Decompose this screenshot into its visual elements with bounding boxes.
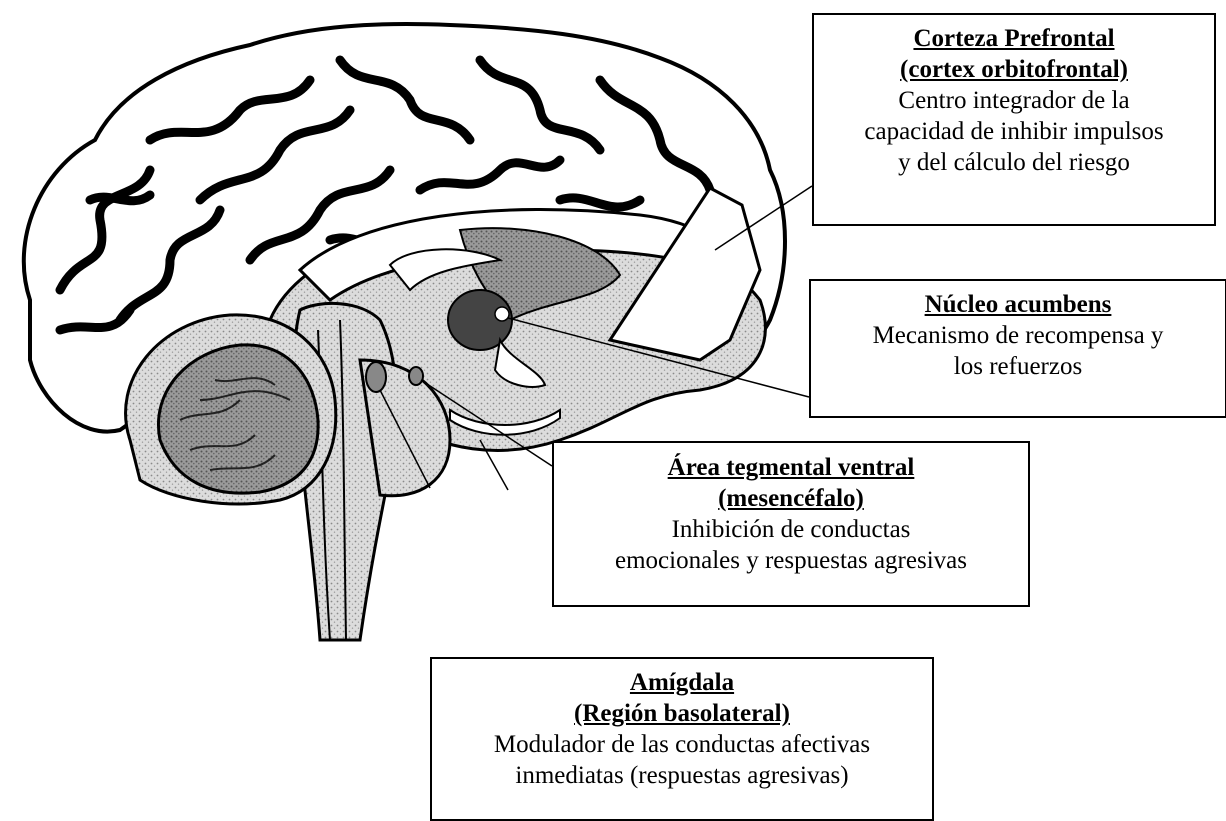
vta-desc-line-1: Inhibición de conductas (560, 514, 1022, 545)
acumbens-desc-line-2: los refuerzos (817, 351, 1219, 382)
prefrontal-desc-line-3: y del cálculo del riesgo (820, 147, 1208, 178)
amygdala-marker (366, 362, 386, 392)
prefrontal-title-line-1: Corteza Prefrontal (820, 23, 1208, 54)
vta-title-line-2: (mesencéfalo) (560, 483, 1022, 514)
vta-desc-line-2: emocionales y respuestas agresivas (560, 545, 1022, 576)
acumbens-title: Núcleo acumbens (817, 289, 1219, 320)
label-prefrontal-cortex: Corteza Prefrontal (cortex orbitofrontal… (812, 13, 1216, 226)
vta-marker (409, 367, 423, 385)
label-nucleus-accumbens: Núcleo acumbens Mecanismo de recompensa … (809, 279, 1226, 418)
acumbens-desc-line-1: Mecanismo de recompensa y (817, 320, 1219, 351)
prefrontal-desc-line-1: Centro integrador de la (820, 85, 1208, 116)
nucleus-accumbens-marker (495, 307, 509, 321)
vta-title-line-1: Área tegmental ventral (560, 452, 1022, 483)
amigdala-desc-line-2: inmediatas (respuestas agresivas) (438, 760, 926, 791)
amigdala-title-line-1: Amígdala (438, 667, 926, 698)
label-amygdala: Amígdala (Región basolateral) Modulador … (430, 657, 934, 821)
amigdala-title-line-2: (Región basolateral) (438, 698, 926, 729)
prefrontal-desc-line-2: capacidad de inhibir impulsos (820, 116, 1208, 147)
amigdala-desc-line-1: Modulador de las conductas afectivas (438, 729, 926, 760)
prefrontal-title-line-2: (cortex orbitofrontal) (820, 54, 1208, 85)
label-ventral-tegmental-area: Área tegmental ventral (mesencéfalo) Inh… (552, 441, 1030, 607)
